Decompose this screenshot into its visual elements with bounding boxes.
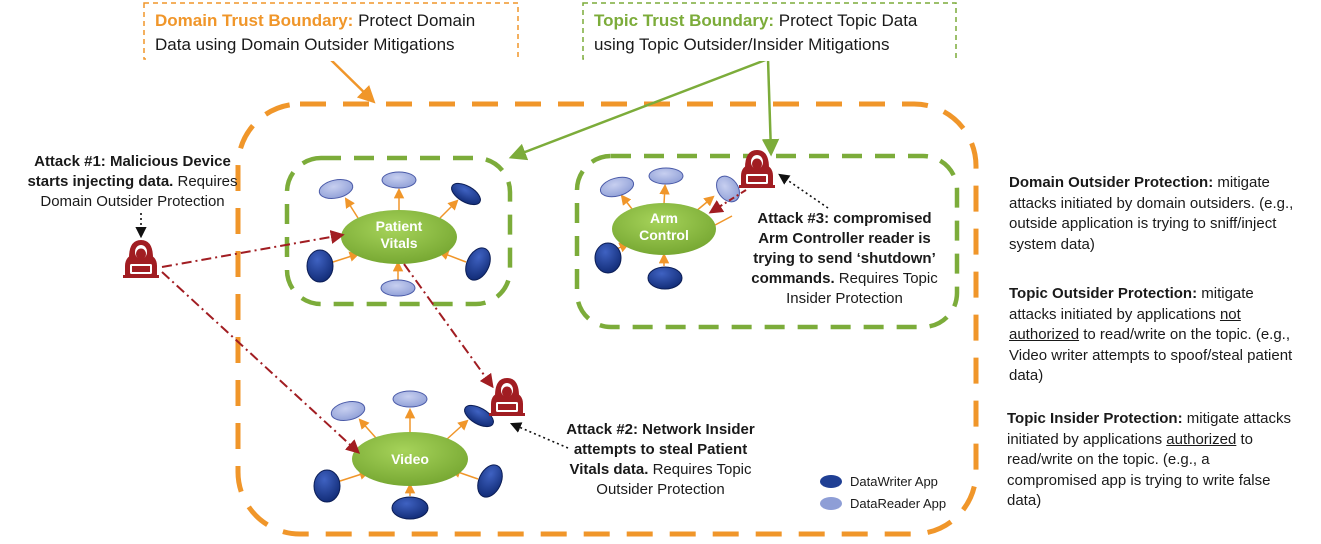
legend-reader-label: DataReader App — [850, 495, 947, 511]
patient-vitals-boundary — [284, 155, 513, 307]
topic-insider-post: to read/write on the topic. (e.g., a com… — [1007, 430, 1271, 510]
writer-app-node — [594, 242, 622, 274]
topic-insider-protection: Topic Insider Protection: mitigate attac… — [1007, 409, 1292, 512]
domain-boundary — [235, 101, 979, 537]
arm-control-topic — [612, 203, 716, 255]
writer-app-node — [647, 266, 683, 290]
topic-boundary-text: Protect Topic Data using Topic Outsider/… — [594, 11, 918, 54]
legend-item-reader: DataReader App — [820, 492, 946, 514]
writer-app-node — [306, 249, 334, 283]
topic-insider-pre: mitigate attacks initiated by applicatio… — [1007, 410, 1291, 448]
topic-outsider-underlined: not authorized — [1009, 305, 1241, 344]
arm-control-label-1: Arm — [650, 210, 678, 226]
attack3-title: Attack #3: compromised Arm Controller re… — [751, 210, 936, 287]
attack3-text: Requires Topic Insider Protection — [786, 270, 938, 307]
attack1-path-to-video — [161, 271, 361, 454]
reader-app-node — [648, 167, 684, 185]
patient-vitals-group: Patient Vitals — [306, 171, 491, 297]
arm-control-group: Arm Control — [594, 167, 740, 290]
domain-boundary-title: Domain Trust Boundary: — [155, 11, 354, 30]
legend: DataWriter App DataReader App — [820, 470, 946, 514]
writer-app-node — [465, 247, 491, 281]
attack1-text: Requires Domain Outsider Protection — [40, 173, 238, 210]
attack1-callout: Attack #1: Malicious Device starts injec… — [20, 152, 245, 212]
domain-boundary-label: Domain Trust Boundary: Protect Domain Da… — [146, 5, 516, 61]
reader-app-node — [599, 176, 635, 198]
topic-pointer-arrow-right — [761, 58, 780, 157]
reader-app-node — [716, 175, 740, 203]
video-topic — [352, 432, 468, 486]
writer-app-node — [451, 182, 481, 206]
reader-app-node — [380, 279, 416, 297]
writer-app-node — [477, 464, 503, 498]
topic-outsider-title: Topic Outsider Protection: — [1009, 285, 1198, 302]
reader-app-node — [330, 401, 366, 421]
patient-vitals-topic — [341, 210, 457, 264]
writer-app-node — [391, 496, 429, 520]
patient-vitals-label-1: Patient — [376, 218, 423, 234]
topic-outsider-protection: Topic Outsider Protection: mitigate atta… — [1009, 284, 1294, 387]
domain-boundary-text: Protect Domain Data using Domain Outside… — [155, 11, 476, 54]
attack2-path — [403, 263, 494, 389]
reader-swatch-icon — [820, 496, 842, 510]
reader-app-node — [392, 390, 428, 408]
video-label: Video — [391, 451, 429, 467]
legend-item-writer: DataWriter App — [820, 470, 946, 492]
topic-boundary-title: Topic Trust Boundary: — [594, 11, 775, 30]
writer-app-node — [313, 469, 341, 503]
attacker-2-icon — [489, 378, 525, 416]
arm-control-label-2: Control — [639, 227, 689, 243]
patient-vitals-label-2: Vitals — [380, 235, 417, 251]
reader-app-node — [381, 171, 417, 189]
video-group: Video — [313, 390, 503, 520]
topic-boundary-label: Topic Trust Boundary: Protect Topic Data… — [585, 5, 955, 61]
domain-outsider-title: Domain Outsider Protection: — [1009, 174, 1214, 191]
reader-app-node — [318, 179, 354, 199]
domain-pointer-arrow — [329, 58, 376, 104]
topic-insider-title: Topic Insider Protection: — [1007, 410, 1183, 427]
topic-outsider-post: to read/write on the topic. (e.g., Video… — [1009, 326, 1293, 384]
attack2-callout-pointer — [509, 422, 569, 449]
topic-outsider-pre: mitigate attacks initiated by applicatio… — [1009, 285, 1254, 323]
attack1-title: Attack #1: Malicious Device starts injec… — [27, 153, 231, 190]
attack2-title: Attack #2: Network Insider attempts to s… — [566, 421, 755, 478]
legend-writer-label: DataWriter App — [850, 473, 938, 489]
attack2-text: Requires Topic Outsider Protection — [596, 461, 752, 498]
attack3-callout: Attack #3: compromised Arm Controller re… — [742, 209, 947, 309]
attacker-1-icon — [123, 240, 159, 278]
topic-pointer-arrow-left — [508, 57, 769, 161]
topic-insider-underlined: authorized — [1166, 430, 1237, 448]
arm-control-boundary — [574, 153, 960, 330]
attack3-callout-pointer — [778, 173, 829, 209]
domain-outsider-protection: Domain Outsider Protection: mitigate att… — [1009, 173, 1299, 255]
writer-swatch-icon — [820, 474, 842, 488]
attack2-callout: Attack #2: Network Insider attempts to s… — [553, 420, 768, 500]
writer-app-node — [464, 404, 494, 428]
domain-outsider-text: mitigate attacks initiated by domain out… — [1009, 174, 1294, 253]
